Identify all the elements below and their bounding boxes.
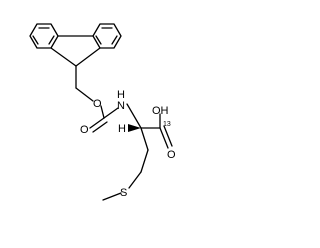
bond-s-methyl: [102, 192, 122, 201]
bond-cgamma-s: [128, 171, 142, 189]
bond-wedge-h: [128, 124, 141, 132]
bond-c9-left: [50, 47, 77, 67]
bond-right-ring-inner: [95, 27, 118, 45]
atom-s: S: [120, 187, 127, 199]
atom-nh-h: H: [117, 89, 125, 101]
atom-oh: OH: [152, 105, 169, 117]
atom-o-acid: O: [167, 149, 176, 161]
atom-o-ether: O: [93, 98, 102, 110]
bond-carboxyl-o-double-2: [163, 125, 173, 147]
bond-o-carbonyl: [100, 105, 105, 119]
atom-h-stereo: H: [118, 123, 126, 135]
atom-n: N: [117, 100, 125, 112]
bond-carbonyl-o-double-2: [92, 121, 108, 133]
bond-left-ring-inner: [32, 27, 55, 45]
bond-n-calpha: [126, 103, 142, 129]
bond-c9-right: [75, 47, 101, 67]
bond-carbonyl-o-double-1: [89, 117, 105, 129]
molecule-structure: O O H N OH 13 O H S: [29, 23, 176, 201]
fluorene-group: [29, 23, 122, 67]
bond-cbeta-cgamma: [140, 149, 149, 173]
bond-carboxyl-o-double-1: [159, 127, 169, 149]
atom-o-carbonyl: O: [80, 124, 89, 136]
bond-carbonyl-n: [103, 107, 119, 119]
isotope-label: 13: [163, 121, 171, 128]
bond-calpha-cbeta: [140, 127, 149, 151]
bond-ch2-o: [75, 87, 94, 102]
